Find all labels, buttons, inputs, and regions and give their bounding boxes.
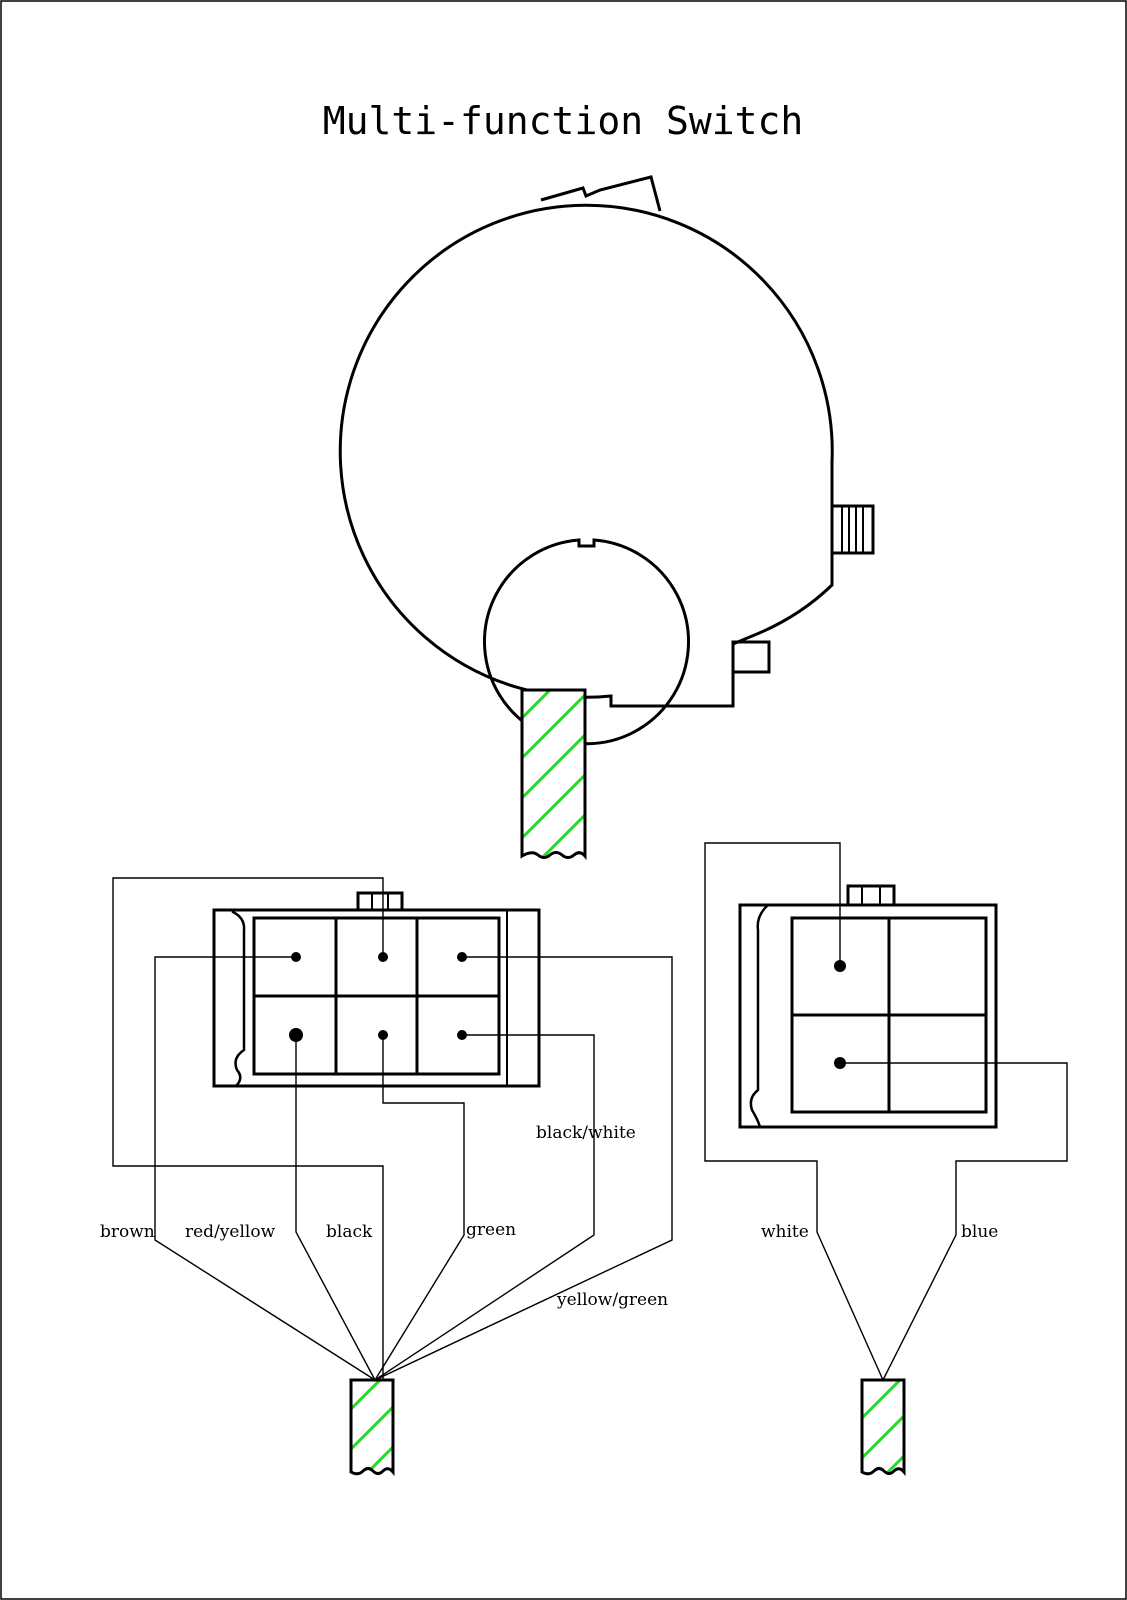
switch-top-tab (540, 175, 662, 212)
label-brown: brown (100, 1222, 155, 1242)
wire-white (704, 842, 884, 1381)
connector-right-housing (738, 903, 998, 1129)
knurled-adjuster (830, 504, 875, 555)
switch-side-block (731, 640, 771, 674)
wire-blue (840, 1062, 1068, 1381)
connector-left-latch (356, 891, 404, 910)
switch-body-outline (338, 203, 834, 708)
wire-green (374, 1034, 595, 1381)
wire-yellow-green (374, 956, 673, 1381)
switch-cable (520, 688, 587, 861)
label-red-yellow: red/yellow (185, 1222, 276, 1242)
connector-right-latch (846, 884, 896, 905)
label-green: green (466, 1220, 516, 1240)
connector-left-cable (349, 1378, 395, 1477)
connector-right (738, 884, 998, 1129)
connector-left (212, 891, 541, 1088)
wire-black (374, 1035, 465, 1381)
wire-red-yellow (295, 1035, 376, 1381)
switch-body (338, 175, 875, 746)
label-yellow-green: yellow/green (556, 1290, 668, 1310)
label-black-white: black/white (536, 1123, 636, 1143)
connector-left-labels: brown red/yellow black green black/white… (100, 1123, 668, 1310)
label-black: black (326, 1222, 373, 1242)
connector-right-labels: white blue (761, 1222, 998, 1242)
label-white: white (761, 1222, 809, 1242)
connector-left-housing (212, 908, 541, 1088)
connector-right-cable (860, 1378, 906, 1477)
wire-brown (154, 956, 376, 1381)
label-blue: blue (961, 1222, 998, 1242)
wire-black-white (112, 877, 384, 1381)
switch-shaft-hole (483, 538, 690, 746)
connector-right-wires (704, 842, 1068, 1381)
diagram-title: Multi-function Switch (323, 99, 803, 143)
